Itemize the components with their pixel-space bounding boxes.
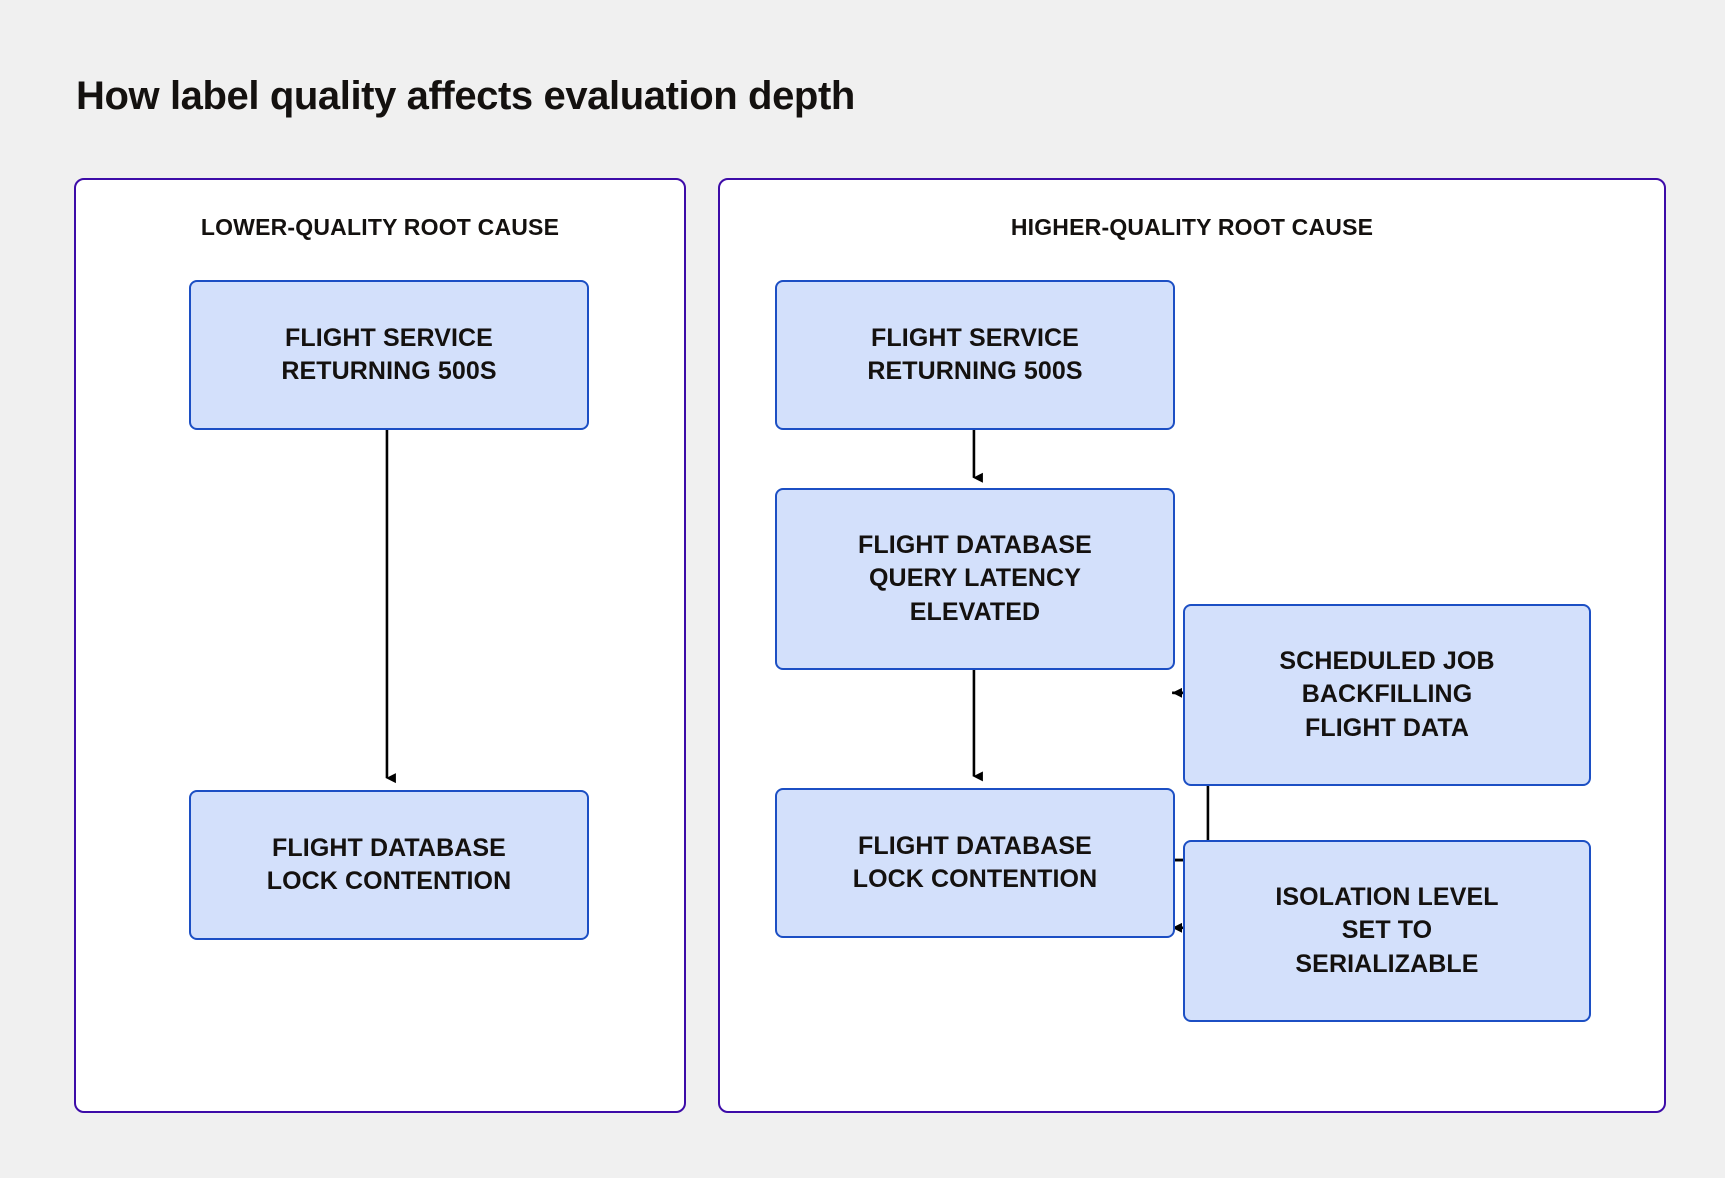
node-flight-service-returning-500s[interactable]: FLIGHT SERVICE RETURNING 500S	[775, 280, 1175, 430]
node-isolation-level-set-to-serializable[interactable]: ISOLATION LEVEL SET TO SERIALIZABLE	[1183, 840, 1591, 1022]
node-flight-database-lock-contention[interactable]: FLIGHT DATABASE LOCK CONTENTION	[775, 788, 1175, 938]
node-line: LOCK CONTENTION	[266, 867, 512, 895]
node-line: ISOLATION LEVEL	[1275, 883, 1499, 912]
node-line: FLIGHT SERVICE	[285, 323, 493, 352]
node-line: FLIGHT SERVICE	[871, 323, 1079, 352]
node-line: FLIGHT DATABASE	[272, 833, 506, 862]
node-scheduled-job-backfilling-flight-data[interactable]: SCHEDULED JOB BACKFILLING FLIGHT DATA	[1183, 604, 1591, 786]
node-line: FLIGHT DATA	[1304, 713, 1470, 742]
node-flight-database-query-latency-elevated[interactable]: FLIGHT DATABASE QUERY LATENCY ELEVATED	[775, 488, 1175, 670]
node-line: FLIGHT DATABASE	[858, 831, 1092, 860]
node-line: ELEVATED	[909, 597, 1041, 626]
node-line: SET TO	[1341, 916, 1433, 945]
panel-heading-lower-quality: LOWER-QUALITY ROOT CAUSE	[200, 214, 560, 240]
node-line: SERIALIZABLE	[1295, 949, 1479, 978]
node-line: SCHEDULED JOB	[1279, 647, 1495, 676]
node-line: LOCK CONTENTION	[852, 865, 1098, 893]
panel-heading-higher-quality: HIGHER-QUALITY ROOT CAUSE	[1010, 214, 1374, 240]
node-line: FLIGHT DATABASE	[858, 531, 1092, 560]
node-flight-service-returning-500s[interactable]: FLIGHT SERVICE RETURNING 500S	[189, 280, 589, 430]
node-flight-database-lock-contention[interactable]: FLIGHT DATABASE LOCK CONTENTION	[189, 790, 589, 940]
node-line: RETURNING 500S	[281, 357, 497, 385]
page-title: How label quality affects evaluation dep…	[76, 74, 855, 118]
node-line: RETURNING 500S	[867, 357, 1083, 385]
node-line: QUERY LATENCY	[869, 564, 1081, 593]
node-line: BACKFILLING	[1301, 680, 1473, 709]
panel-lower-quality: LOWER-QUALITY ROOT CAUSE FLIGHT SERVICE …	[74, 178, 686, 1113]
panel-higher-quality: HIGHER-QUALITY ROOT CAUSE FLIGHT SERVICE…	[718, 178, 1666, 1113]
